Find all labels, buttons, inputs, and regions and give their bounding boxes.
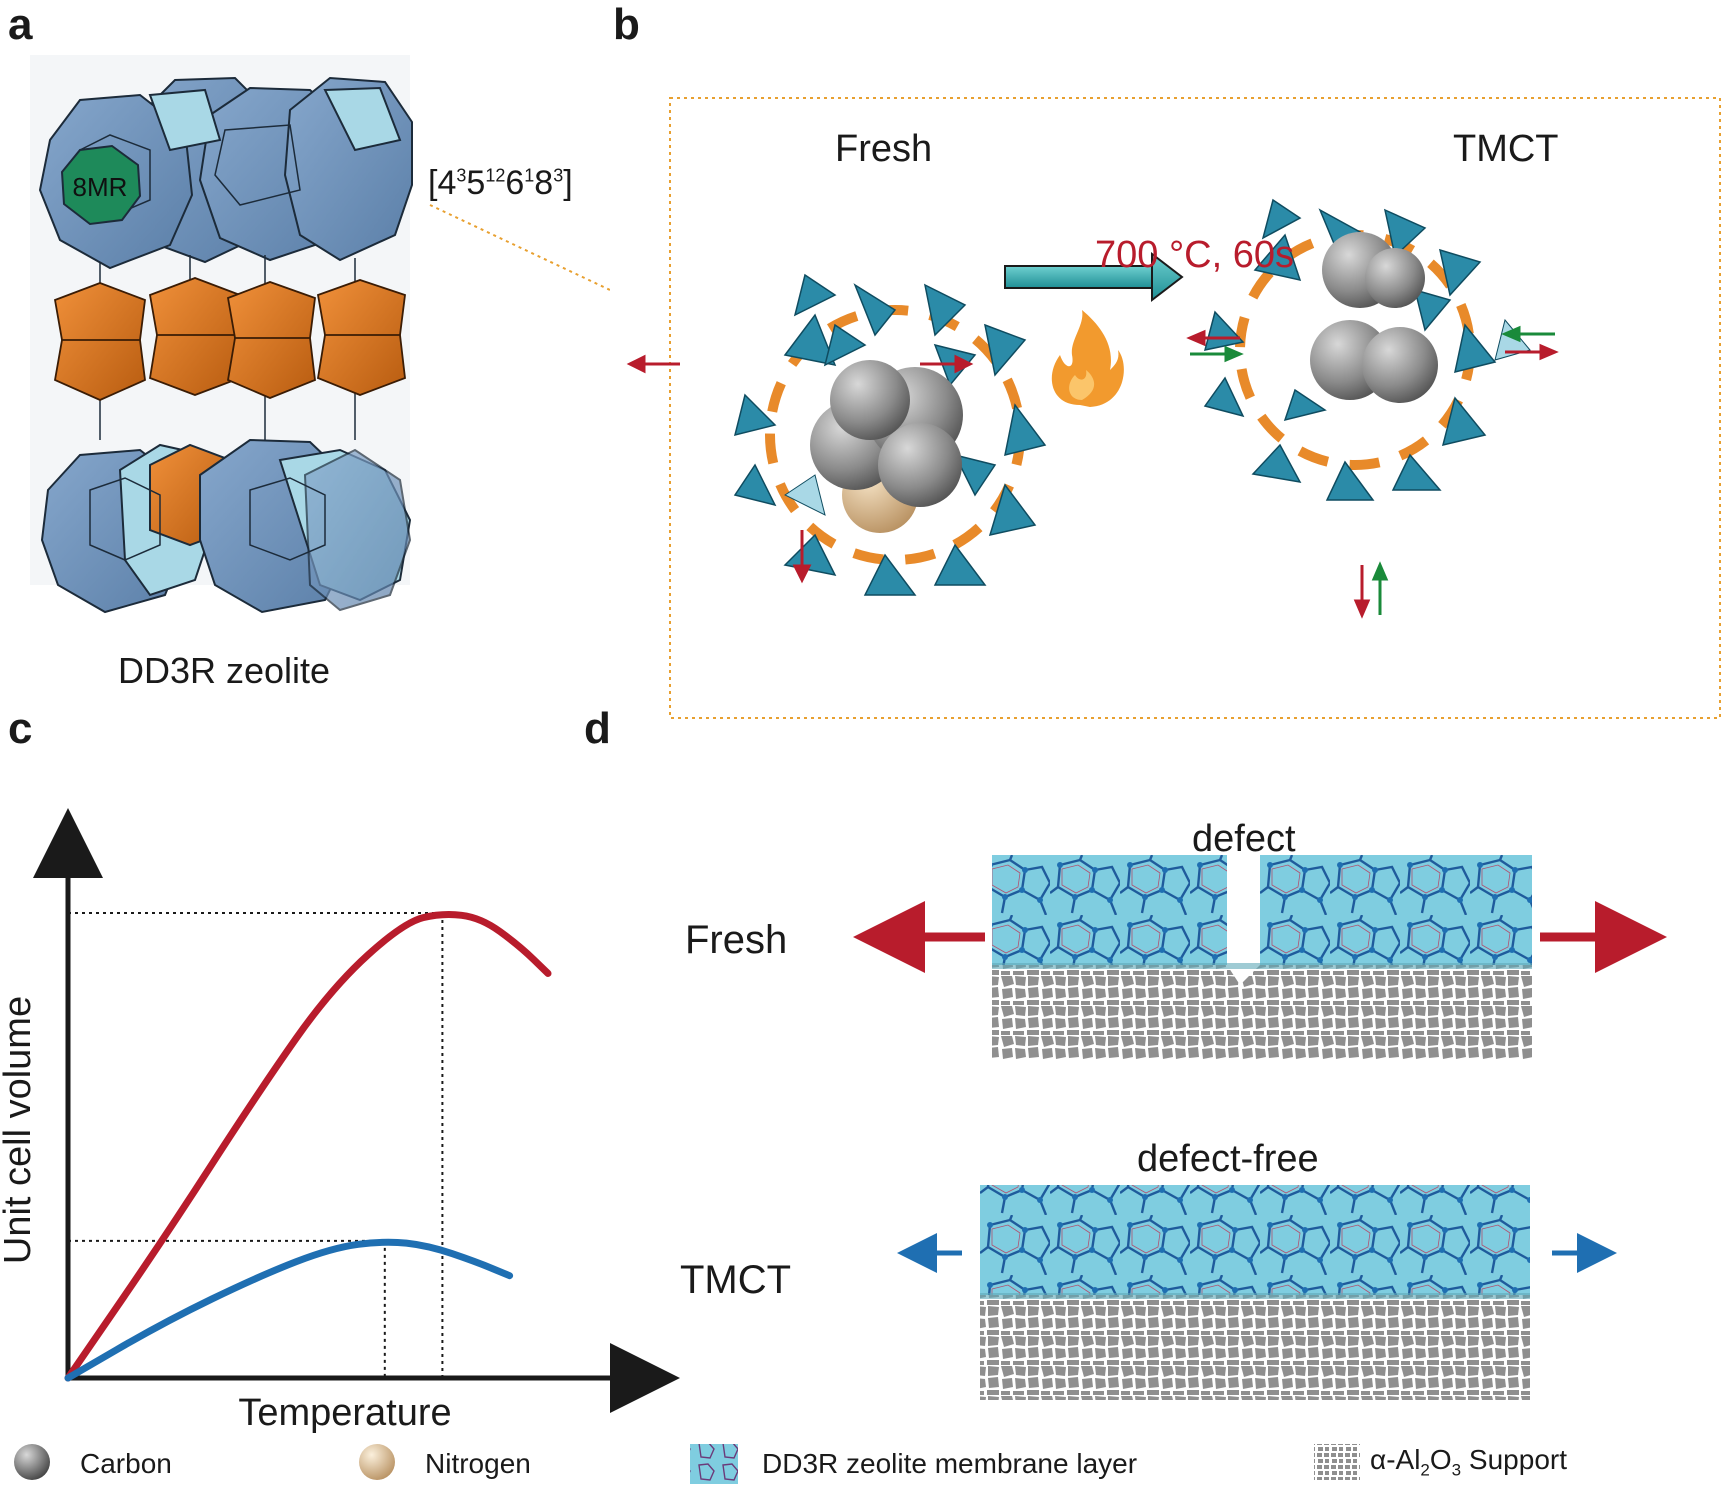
orange-cage-row <box>53 277 406 401</box>
ring-label: 8MR <box>73 172 128 202</box>
tmct-framework <box>1203 198 1531 501</box>
panel-label-a: a <box>8 0 33 49</box>
treatment-arrow <box>1004 251 1184 303</box>
series-line-1 <box>64 1238 514 1382</box>
legend-nitrogen: Nitrogen <box>425 1448 531 1479</box>
fresh-row-label: Fresh <box>685 918 788 962</box>
fresh-expansion-arrows <box>626 354 974 584</box>
support-legend-swatch <box>1314 1444 1360 1480</box>
fresh-title: Fresh <box>835 128 933 170</box>
legend-carbon: Carbon <box>80 1448 172 1479</box>
x-axis-label: Temperature <box>238 1392 451 1434</box>
dd3r-cage-structure: 8MR <box>30 55 610 614</box>
carbon-legend-swatch <box>14 1444 50 1480</box>
defect-free-title: defect-free <box>1137 1138 1319 1180</box>
peak-guide-lines <box>68 912 444 1378</box>
fresh-framework <box>733 273 1047 596</box>
defect-title: defect <box>1192 818 1296 860</box>
eight-membered-ring <box>60 144 142 226</box>
legend-support: α-Al2O3 Support <box>1370 1444 1567 1480</box>
legend-membrane: DD3R zeolite membrane layer <box>762 1448 1138 1479</box>
panel-b-frame <box>669 97 1721 719</box>
cage-formula: [435126183] <box>428 164 573 202</box>
unit-cell-volume-chart: Temperature Unit cell volume <box>0 808 680 1434</box>
membrane-diagram <box>853 855 1667 1400</box>
top-cage-row <box>38 76 413 270</box>
bottom-cage-row <box>40 438 412 614</box>
tmct-title: TMCT <box>1453 128 1559 170</box>
leader-line <box>429 204 610 291</box>
treatment-condition: 700 °C, 60s <box>1095 234 1294 276</box>
panel-a-caption: DD3R zeolite <box>118 650 331 691</box>
membrane-legend-swatch <box>690 1444 738 1484</box>
panel-b-diagram <box>626 97 1721 719</box>
y-axis-label: Unit cell volume <box>0 996 39 1264</box>
nitrogen-legend-swatch <box>359 1444 395 1480</box>
panel-label-d: d <box>584 704 611 753</box>
chart-series <box>64 911 552 1382</box>
flame-icon <box>1051 310 1124 407</box>
panel-label-c: c <box>8 704 33 753</box>
tmct-balanced-arrows <box>1186 325 1559 619</box>
tmct-row-label: TMCT <box>680 1258 792 1302</box>
panel-label-b: b <box>613 0 640 49</box>
series-line-0 <box>64 911 552 1382</box>
legend-symbols <box>14 1444 1360 1484</box>
tmct-membrane <box>980 1185 1530 1400</box>
fresh-membrane <box>992 855 1532 1060</box>
